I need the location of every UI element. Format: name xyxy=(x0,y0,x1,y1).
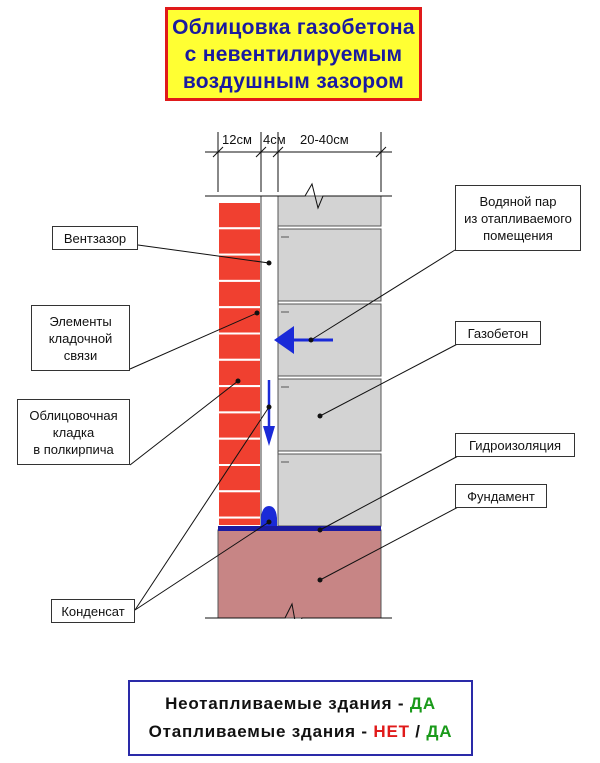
dim-block-label: 20-40см xyxy=(300,132,349,147)
summary-line-heated: Отапливаемые здания - НЕТ / ДА xyxy=(148,722,453,741)
leader-lines xyxy=(129,244,468,611)
title-line-3: воздушным зазором xyxy=(182,69,405,93)
summary-box: Неотапливаемые здания - ДА Отапливаемые … xyxy=(128,680,473,756)
brick xyxy=(217,201,262,230)
label-aerated-concrete: Газобетон xyxy=(455,321,541,345)
label-waterproofing: Гидроизоляция xyxy=(455,433,575,457)
leader-dots xyxy=(235,260,323,583)
brick xyxy=(217,332,262,361)
foundation xyxy=(217,529,382,619)
aerated-concrete-blocks xyxy=(277,195,382,527)
top-break-line xyxy=(205,182,392,210)
downward-arrow xyxy=(263,380,275,446)
brick xyxy=(217,490,262,519)
label-ties: Элементы кладочной связи xyxy=(31,305,130,371)
label-foundation: Фундамент xyxy=(455,484,547,508)
brick xyxy=(217,464,262,493)
heated-yes: ДА xyxy=(426,722,453,741)
condensate-drop xyxy=(261,506,277,526)
summary-line-unheated: Неотапливаемые здания - ДА xyxy=(165,694,436,713)
label-ventgap: Вентзазор xyxy=(52,226,138,250)
label-condensate: Конденсат xyxy=(51,599,135,623)
title-line-2: с невентилируемым xyxy=(184,42,403,66)
dim-gap-label: 4см xyxy=(263,132,286,147)
label-facing-masonry: Облицовочная кладка в полкирпича xyxy=(17,399,130,465)
brick xyxy=(217,227,262,256)
title-line-1: Облицовка газобетона xyxy=(172,15,415,39)
air-gap xyxy=(260,195,279,531)
brick xyxy=(217,516,262,527)
brick xyxy=(217,279,262,309)
waterproofing-layer xyxy=(218,526,381,531)
brick xyxy=(217,411,262,440)
brick-facing xyxy=(217,196,262,530)
unheated-yes: ДА xyxy=(409,694,436,713)
dim-brick-label: 12см xyxy=(222,132,252,147)
label-vapor: Водяной пар из отапливаемого помещения xyxy=(455,185,581,251)
brick xyxy=(217,385,262,414)
bottom-break-line xyxy=(205,602,392,634)
title-box: Облицовка газобетона с невентилируемым в… xyxy=(165,7,422,101)
dimension-lines xyxy=(205,132,392,192)
heated-no: НЕТ xyxy=(373,722,410,741)
